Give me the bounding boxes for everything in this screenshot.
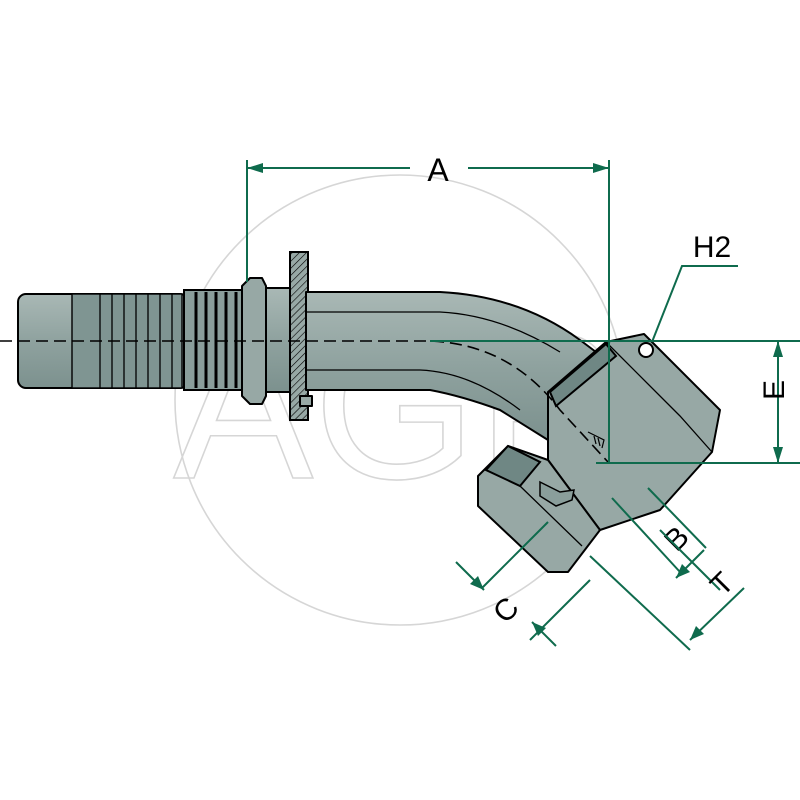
tube-inner-edge xyxy=(306,369,521,411)
dimension-a: A xyxy=(246,152,610,462)
dimension-c-label: C xyxy=(487,591,526,630)
tube-outer-edge xyxy=(306,311,561,353)
cone-nut-edge xyxy=(519,485,583,547)
dimension-t: T xyxy=(589,529,745,651)
hose-tail xyxy=(17,289,243,391)
dimension-b: B xyxy=(611,487,707,579)
dimension-e-label: E xyxy=(758,380,791,400)
dimension-h2: H2 xyxy=(651,231,738,343)
o-ring xyxy=(539,480,575,507)
center-marker xyxy=(587,431,605,449)
dimension-h2-label: H2 xyxy=(693,231,731,264)
swivel-nut-face xyxy=(605,341,713,453)
thread-section xyxy=(183,289,243,391)
dimension-a-label: A xyxy=(427,152,449,188)
h2-hole xyxy=(638,342,654,358)
dimension-e: E xyxy=(430,340,800,464)
ferrule-clip xyxy=(299,395,313,407)
thread-lines xyxy=(194,292,238,388)
swivel-nut-flat xyxy=(548,342,618,408)
dimension-b-label: B xyxy=(658,520,695,557)
